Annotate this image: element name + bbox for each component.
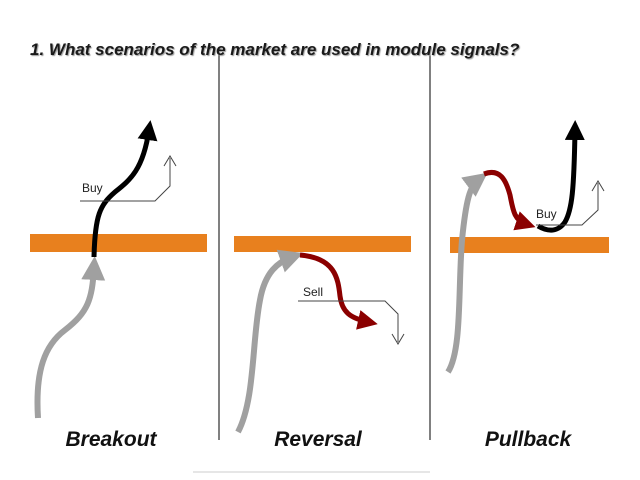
breakout-approach-arrow — [34, 256, 106, 419]
reversal-sell-arrow — [299, 252, 378, 330]
reversal-panel — [234, 236, 411, 434]
question-title: 1. What scenarios of the market are used… — [30, 40, 520, 59]
pullback-dip-arrow — [483, 170, 536, 231]
breakout-signal-label: Buy — [82, 181, 103, 195]
reversal-signal-label: Sell — [303, 285, 324, 299]
breakout-buy-tick-arrow — [163, 155, 177, 167]
pullback-level-bar — [450, 237, 609, 253]
breakout-buy-arrow — [91, 120, 158, 258]
reversal-approach-arrow — [235, 249, 304, 434]
pullback-buy-arrow — [536, 120, 585, 233]
breakout-buy-bracket — [80, 158, 171, 202]
pullback-panel — [445, 120, 609, 374]
reversal-sell-tick-arrow — [391, 333, 405, 345]
breakout-level-bar — [30, 234, 207, 252]
breakout-panel — [30, 120, 207, 419]
pullback-label: Pullback — [484, 428, 572, 451]
pullback-buy-bracket — [536, 183, 599, 226]
breakout-label: Breakout — [65, 428, 157, 451]
reversal-label: Reversal — [274, 428, 362, 451]
reversal-level-bar — [234, 236, 411, 252]
pullback-signal-label: Buy — [536, 207, 557, 221]
pullback-approach-arrow — [445, 172, 488, 374]
reversal-sell-bracket — [298, 300, 399, 342]
pullback-buy-tick-arrow — [591, 180, 605, 192]
